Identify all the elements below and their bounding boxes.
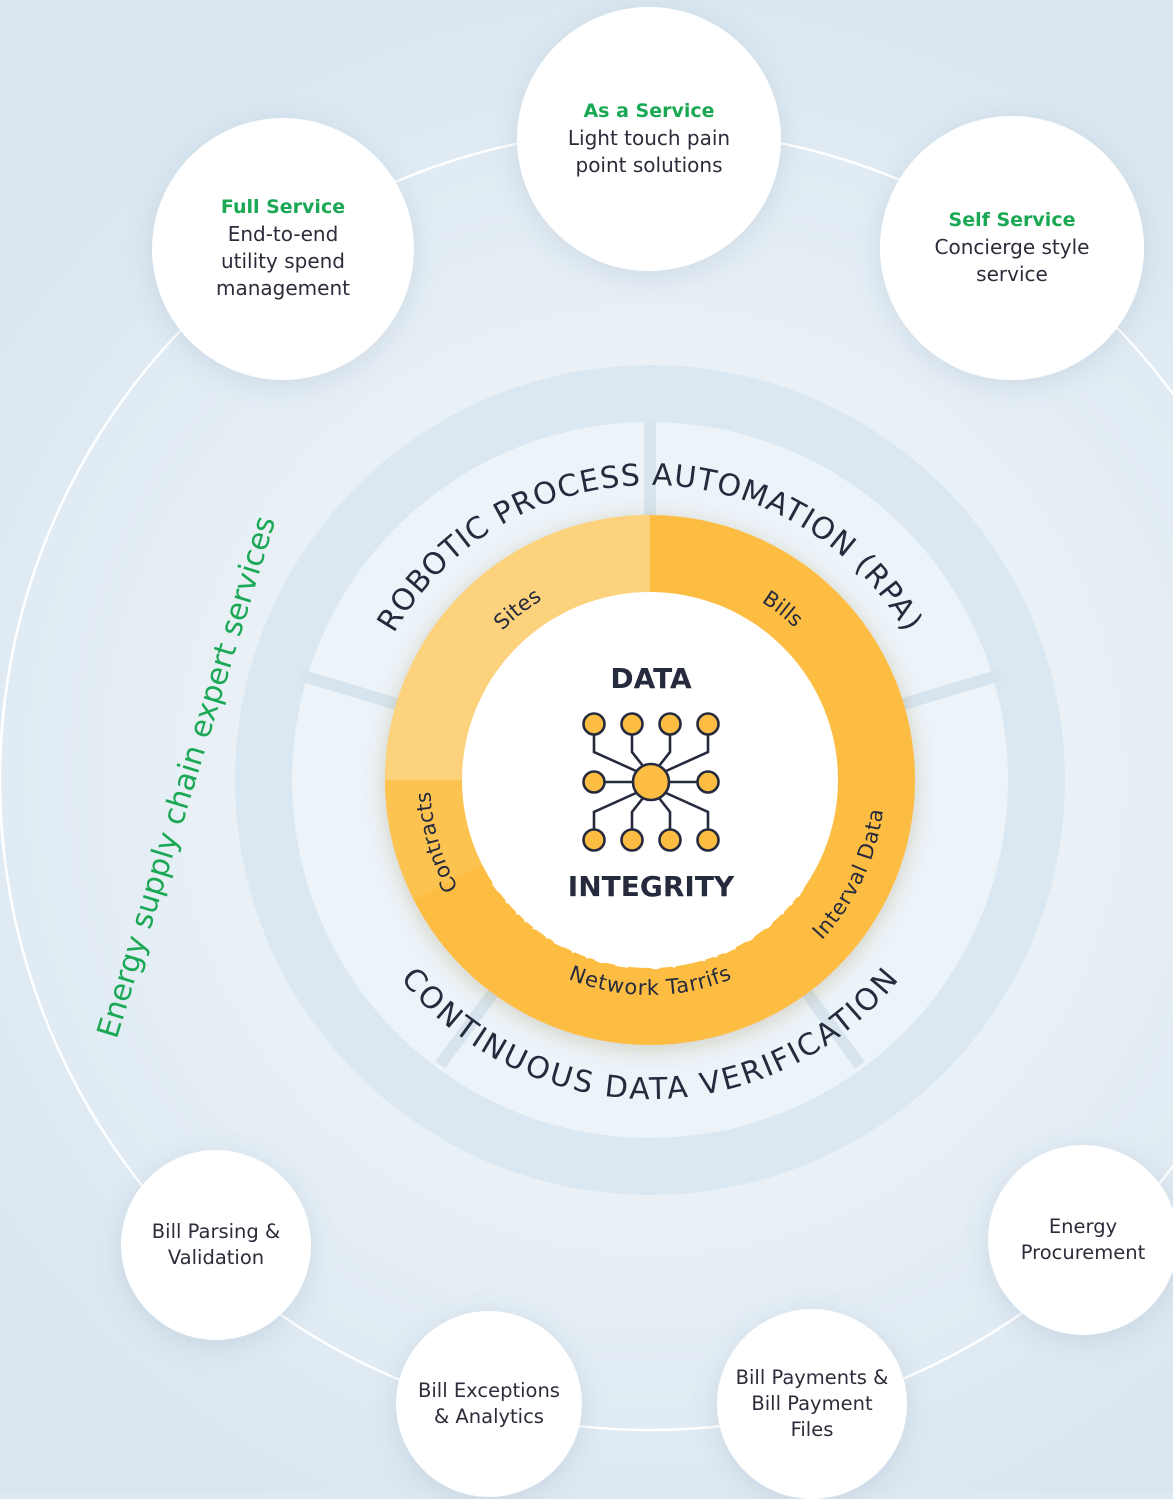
service-label: Bill Parsing & Validation (151, 1220, 281, 1269)
core-title-bottom: INTEGRITY (568, 870, 735, 903)
service-full-service[interactable]: Full Service End-to-end utility spend ma… (152, 118, 414, 380)
service-bill-parsing[interactable]: Bill Parsing & Validation (121, 1150, 311, 1340)
service-label: Bill Exceptions & Analytics (418, 1379, 560, 1428)
service-bill-payments[interactable]: Bill Payments & Bill Payment Files (717, 1309, 907, 1499)
service-label: Bill Payments & Bill Payment Files (735, 1366, 889, 1441)
service-title: As a Service (583, 99, 715, 122)
service-description: Concierge style service (934, 234, 1090, 286)
core-title-top: DATA (610, 662, 692, 695)
service-bill-exceptions[interactable]: Bill Exceptions & Analytics (396, 1311, 582, 1497)
service-title: Self Service (948, 208, 1076, 231)
service-label: Energy Procurement (1020, 1215, 1146, 1264)
service-description: End-to-end utility spend management (216, 222, 350, 300)
network-hub-icon (582, 712, 720, 852)
service-self-service[interactable]: Self Service Concierge style service (880, 116, 1144, 380)
service-as-a-service[interactable]: As a Service Light touch pain point solu… (517, 7, 781, 271)
service-energy-procurement[interactable]: Energy Procurement (988, 1145, 1173, 1335)
service-title: Full Service (220, 196, 346, 218)
service-description: Light touch pain point solutions (567, 125, 731, 177)
